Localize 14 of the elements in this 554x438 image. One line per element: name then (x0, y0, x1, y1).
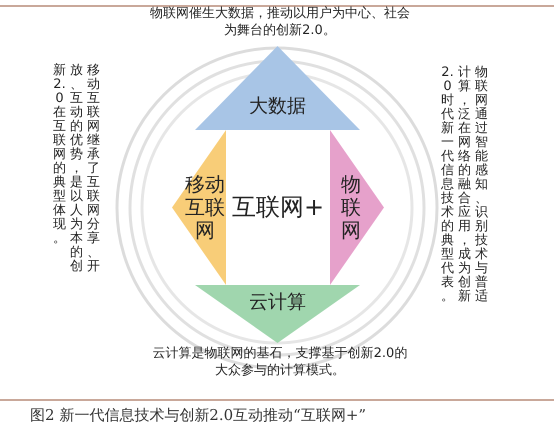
node-label: 大数据 (249, 96, 306, 118)
annotation-text: 物联网催生大数据，推动以用户为中心、社会为舞台的创新2.0。 (150, 6, 410, 40)
triangle-block (195, 285, 360, 343)
node-label: 互联网+ (232, 194, 324, 222)
triangle-block (195, 46, 360, 130)
triangle-block (172, 130, 226, 285)
node-label: 物联网 (340, 173, 362, 242)
annotation-text: 物联网通过智能感知、识别技术与普适计算，泛在网络的融合应用，成为创新2.0时代新一代信息技术的典型代表。 (440, 66, 489, 304)
annotation-text: 云计算是物联网的基石，支撑基于创新2.0的大众参与的计算模式。 (152, 346, 408, 380)
annotation-text: 移动互联网继承了互联网分享、开放、互动的优势，是以人为本的创新2.0在互联网的典型体现。 (52, 64, 101, 274)
caption: 图2 新一代信息技术与创新2.0互动推动“互联网+” (30, 406, 366, 425)
node-label: 移动互联网 (184, 173, 226, 242)
triangle-block (330, 130, 384, 285)
node-label: 云计算 (249, 292, 306, 314)
